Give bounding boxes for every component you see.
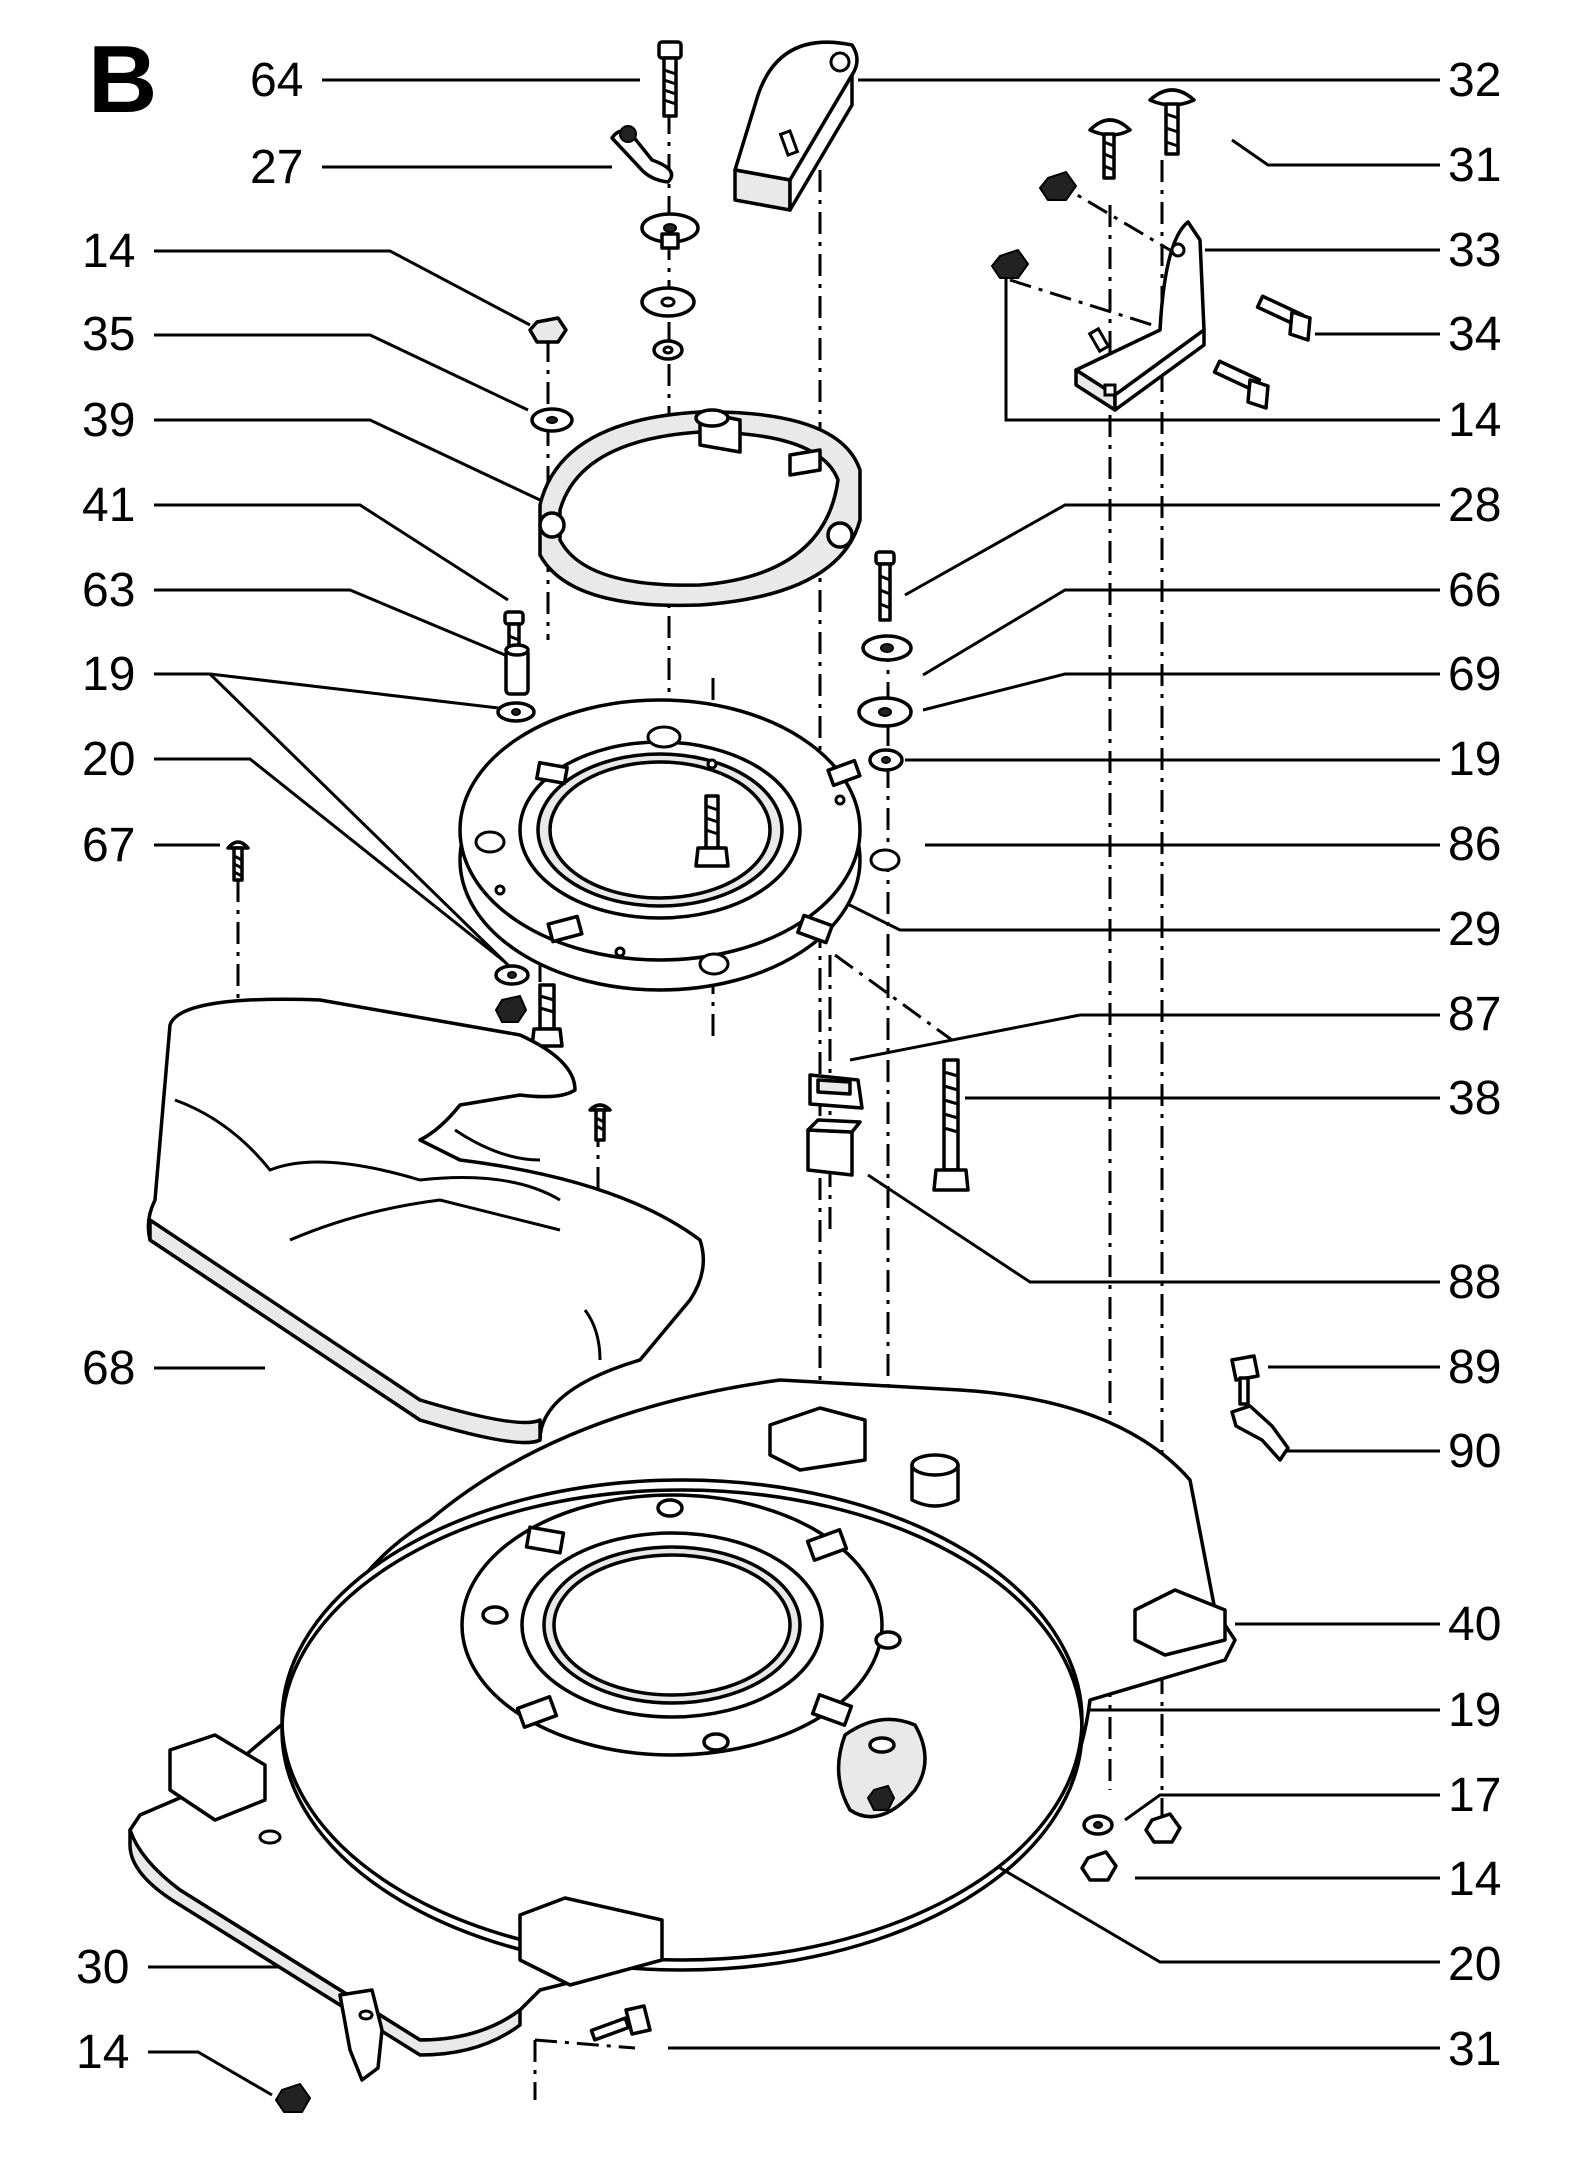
callout-32: 32 — [1448, 54, 1501, 107]
callout-67: 67 — [82, 819, 135, 872]
callout-14: 14 — [82, 225, 135, 278]
cover-68 — [146, 997, 706, 1445]
screw-67 — [226, 840, 250, 882]
right-callouts: 32 31 33 34 14 28 66 69 19 86 29 87 38 8… — [1448, 54, 1501, 2076]
callout-14-lower: 14 — [1448, 1853, 1501, 1906]
callout-14-bottom: 14 — [76, 2026, 129, 2079]
callout-17: 17 — [1448, 1769, 1501, 1822]
callout-35: 35 — [82, 308, 135, 361]
callout-30: 30 — [76, 1941, 129, 1994]
callout-86: 86 — [1448, 818, 1501, 871]
callout-39: 39 — [82, 394, 135, 447]
callout-33: 33 — [1448, 224, 1501, 277]
callout-34: 34 — [1448, 308, 1501, 361]
callout-69: 69 — [1448, 648, 1501, 701]
top-bolt-stack — [610, 40, 700, 361]
callout-20-lower: 20 — [1448, 1938, 1501, 1991]
screw-89-clip-90 — [1230, 1354, 1290, 1462]
callout-28: 28 — [1448, 479, 1501, 532]
clip-87-block-88 — [806, 1073, 864, 1177]
callout-87: 87 — [1448, 988, 1501, 1041]
ring-39 — [538, 408, 862, 608]
callout-64: 64 — [250, 54, 303, 107]
callout-31-lower: 31 — [1448, 2023, 1501, 2076]
screw-cover — [588, 1103, 612, 1142]
bracket-33-assembly — [990, 88, 1312, 412]
callout-20: 20 — [82, 733, 135, 786]
callout-68: 68 — [82, 1342, 135, 1395]
callout-19-right: 19 — [1448, 733, 1501, 786]
callout-90: 90 — [1448, 1425, 1501, 1478]
section-letter: B — [88, 26, 157, 133]
deck-40 — [128, 1378, 1237, 2057]
callout-19: 19 — [82, 648, 135, 701]
callout-38: 38 — [1448, 1072, 1501, 1125]
callout-19-lower: 19 — [1448, 1684, 1501, 1737]
callout-63: 63 — [82, 564, 135, 617]
callout-66: 66 — [1448, 564, 1501, 617]
washer-17-nut-14 — [1080, 1812, 1182, 1882]
left-callouts: 64 27 14 35 39 41 63 19 20 67 68 30 14 — [76, 54, 303, 2079]
nut-washer-left — [528, 316, 574, 433]
fasteners-under-plate — [494, 964, 564, 1048]
mount-plate-86 — [458, 698, 901, 992]
right-bolt-stack — [857, 550, 913, 772]
callout-31: 31 — [1448, 139, 1501, 192]
bolt-29 — [694, 794, 730, 868]
callout-89: 89 — [1448, 1341, 1501, 1394]
bolt-38 — [932, 1058, 970, 1192]
screw-31-bottom — [589, 2004, 652, 2042]
bracket-32 — [733, 40, 859, 212]
callout-41: 41 — [82, 479, 135, 532]
callout-29: 29 — [1448, 903, 1501, 956]
left-bolt-stack — [496, 610, 536, 723]
callout-27: 27 — [250, 141, 303, 194]
callout-40: 40 — [1448, 1598, 1501, 1651]
callout-88: 88 — [1448, 1256, 1501, 1309]
clip-30-nut-14 — [274, 1988, 384, 2113]
callout-14-right: 14 — [1448, 394, 1501, 447]
